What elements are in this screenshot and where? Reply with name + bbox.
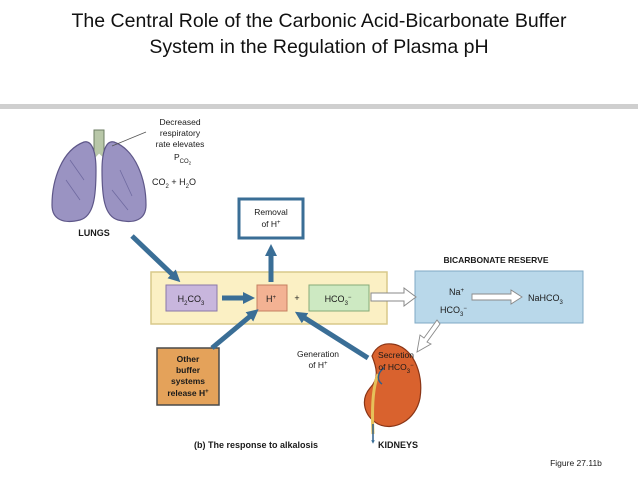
reserve-na: Na+ <box>449 287 465 297</box>
lungs-illustration <box>51 129 147 223</box>
pco2-sub2: 2 <box>189 161 192 166</box>
arrow-other-buffers-to-h <box>210 309 259 350</box>
lungs-equation: CO2 + H2O <box>152 177 196 190</box>
other-buffers-line-2: buffer <box>176 365 201 375</box>
arrow-na-to-nahco3 <box>471 289 523 305</box>
reserve-nahco3: NaHCO3 <box>528 293 564 306</box>
title-divider <box>0 104 638 109</box>
left-lung <box>51 141 97 223</box>
plus-sign: + <box>294 293 299 303</box>
svg-text:Decreased: Decreased <box>159 117 200 127</box>
bicarbonate-reserve-label: BICARBONATE RESERVE <box>443 255 548 265</box>
arrow-reserve-to-kidney <box>416 319 441 353</box>
svg-text:rate elevates: rate elevates <box>156 139 205 149</box>
removal-line-1: Removal <box>254 207 288 217</box>
figure-reference: Figure 27.11b <box>550 458 602 468</box>
slide-title-line-1: The Central Role of the Carbonic Acid-Bi… <box>71 10 567 32</box>
h2co3-label: H2CO3 <box>178 294 205 307</box>
hco3-box <box>308 284 370 312</box>
other-buffers-line-1: Other <box>177 354 200 364</box>
svg-text:respiratory: respiratory <box>160 128 201 138</box>
svg-text:PCO2: PCO2 <box>174 152 192 166</box>
h-ion-label: H+ <box>266 294 277 304</box>
lungs-label: LUNGS <box>78 228 110 238</box>
arrow-hco3-to-reserve <box>370 287 417 307</box>
pco2-p: P <box>174 152 180 162</box>
note-leader-line <box>111 131 147 147</box>
pco2-sub: CO <box>180 159 189 165</box>
arrow-kidney-to-h <box>294 311 370 361</box>
kidneys-label: KIDNEYS <box>378 440 418 450</box>
slide-title: The Central Role of the Carbonic Acid-Bi… <box>0 8 638 60</box>
right-lung <box>101 141 147 223</box>
h-ion-box <box>256 284 288 312</box>
figure-caption: (b) The response to alkalosis <box>194 440 318 450</box>
secretion-line-1: Secretion <box>378 350 414 360</box>
removal-line-2: of H+ <box>261 219 281 229</box>
other-buffers-box <box>156 347 220 406</box>
trachea <box>93 129 105 153</box>
other-buffers-line-3: systems <box>171 376 205 386</box>
generation-line-2: of H+ <box>308 360 328 370</box>
slide-title-line-2: System in the Regulation of Plasma pH <box>149 36 489 58</box>
renal-vessels <box>377 367 385 385</box>
secretion-line-2: of HCO3− <box>378 362 414 375</box>
hco3-label: HCO3− <box>325 294 352 307</box>
generation-line-1: Generation <box>297 349 339 359</box>
lungs-note: Decreased respiratory rate elevates PCO2… <box>152 117 204 190</box>
h2co3-box <box>165 284 218 312</box>
kidney-illustration <box>363 343 422 428</box>
removal-box <box>237 197 305 240</box>
arrow-lungs-to-h2co3 <box>130 234 181 283</box>
other-buffers-line-4: release H+ <box>167 388 209 398</box>
reserve-hco3: HCO3− <box>440 305 467 318</box>
